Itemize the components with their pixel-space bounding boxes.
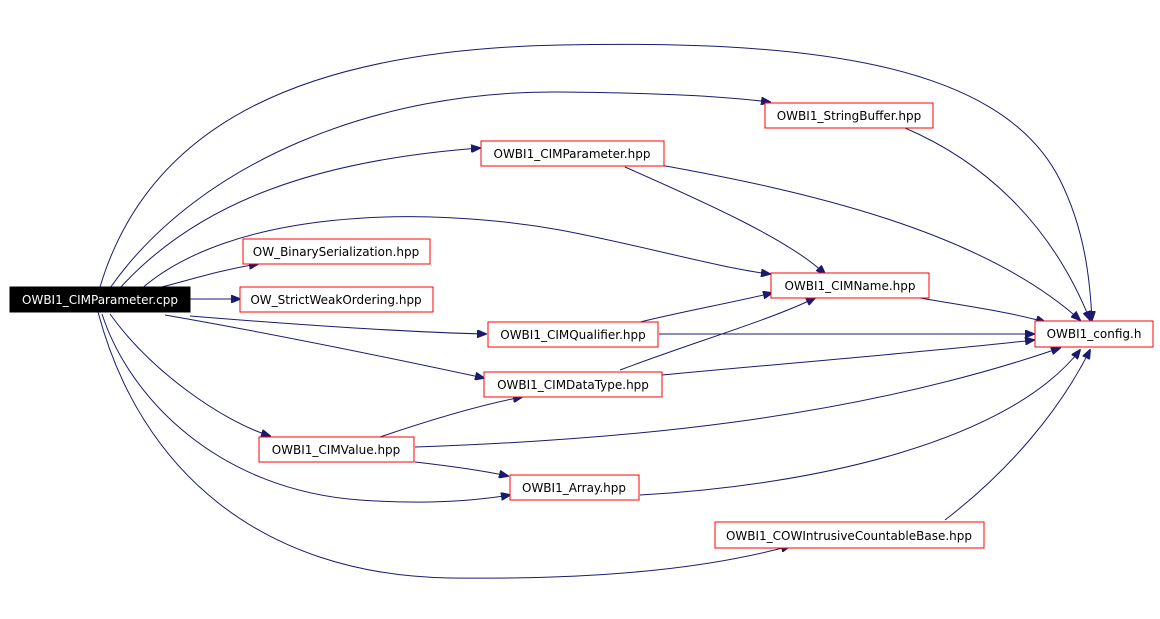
node-stringbuffer[interactable]: OWBI1_StringBuffer.hpp [764, 102, 934, 129]
node-label: OW_BinarySerialization.hpp [253, 245, 419, 259]
edge-cimvalue-config [414, 348, 1060, 448]
edge-cowintrusive-config [944, 350, 1090, 521]
edge-root-cowintrusive [97, 311, 790, 579]
edge-cimvalue-array [414, 461, 508, 476]
edge-cimdatatype-config [661, 340, 1034, 376]
node-binaryserialization[interactable]: OW_BinarySerialization.hpp [242, 238, 431, 265]
edge-root-cimqualifier [189, 315, 486, 334]
edge-cimvalue-cimdatatype [379, 397, 522, 438]
node-strictweakordering[interactable]: OW_StrictWeakOrdering.hpp [239, 286, 434, 313]
node-label: OWBI1_CIMName.hpp [784, 279, 915, 293]
edges [97, 43, 1092, 579]
edge-root-config-top [99, 43, 1092, 320]
edge-root-cimdatatype [164, 314, 484, 378]
node-label: OW_StrictWeakOrdering.hpp [250, 293, 421, 307]
edge-root-binaryserialization [149, 264, 258, 291]
node-label: OWBI1_COWIntrusiveCountableBase.hpp [726, 529, 972, 543]
edge-cimqualifier-cimname [639, 293, 772, 323]
edge-root-array [101, 313, 510, 503]
nodes: OWBI1_CIMParameter.cpp OWBI1_StringBuffe… [9, 102, 1154, 549]
node-root-label: OWBI1_CIMParameter.cpp [22, 293, 178, 307]
node-cimvalue[interactable]: OWBI1_CIMValue.hpp [258, 436, 415, 463]
node-label: OWBI1_CIMQualifier.hpp [500, 328, 646, 342]
edge-cimname-config [919, 297, 1045, 322]
edge-root-cimvalue [109, 313, 270, 436]
node-label: OWBI1_CIMParameter.hpp [494, 147, 651, 161]
edge-cimparameter-cimname [624, 166, 825, 274]
edge-cimdatatype-cimname [619, 298, 815, 371]
edge-cimparameter-config [659, 164, 1080, 320]
edge-array-config [639, 350, 1080, 496]
edge-root-cimparameter [119, 148, 480, 289]
node-array[interactable]: OWBI1_Array.hpp [509, 474, 640, 501]
node-cimname[interactable]: OWBI1_CIMName.hpp [770, 272, 930, 299]
node-cimdatatype[interactable]: OWBI1_CIMDataType.hpp [483, 371, 663, 398]
node-cimqualifier[interactable]: OWBI1_CIMQualifier.hpp [487, 321, 659, 348]
edge-root-stringbuffer [109, 91, 770, 289]
node-label: OWBI1_config.h [1047, 327, 1142, 341]
node-root[interactable]: OWBI1_CIMParameter.cpp [9, 286, 191, 313]
node-label: OWBI1_CIMValue.hpp [272, 443, 401, 457]
node-config[interactable]: OWBI1_config.h [1034, 320, 1154, 348]
edge-root-cimname [139, 216, 770, 291]
node-cimparameter-hpp[interactable]: OWBI1_CIMParameter.hpp [480, 140, 665, 167]
node-label: OWBI1_StringBuffer.hpp [777, 109, 922, 123]
edge-stringbuffer-config [904, 127, 1090, 320]
node-label: OWBI1_Array.hpp [522, 481, 626, 495]
node-cowintrusive[interactable]: OWBI1_COWIntrusiveCountableBase.hpp [714, 521, 985, 549]
node-label: OWBI1_CIMDataType.hpp [497, 378, 649, 392]
